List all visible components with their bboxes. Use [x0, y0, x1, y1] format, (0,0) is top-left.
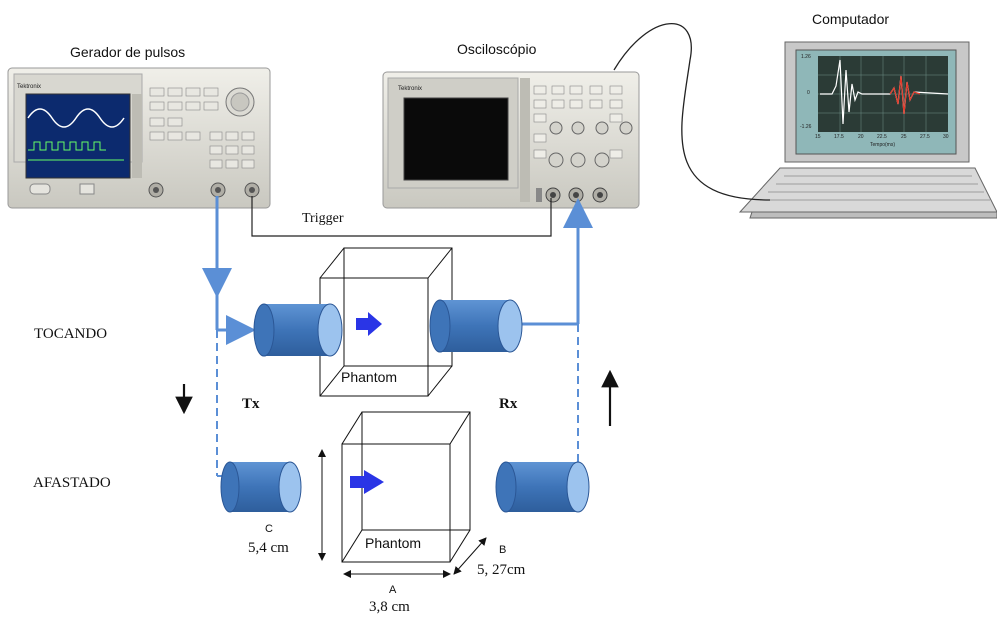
trigger-wire — [251, 196, 552, 237]
oscilloscope — [382, 71, 640, 209]
pulse-generator — [7, 67, 271, 209]
laptop-x-tick: 15 — [815, 134, 821, 140]
laptop-x-label: Tempo(ms) — [870, 142, 896, 148]
rx-cable — [520, 198, 593, 462]
tx-cable — [202, 196, 256, 477]
laptop-y-tick-mid: 0 — [807, 90, 810, 96]
laptop-x-tick: 20 — [858, 134, 864, 140]
touching-state-label: TOCANDO — [34, 326, 108, 342]
usb-cable — [613, 23, 771, 201]
laptop-x-tick: 27.5 — [920, 134, 930, 140]
oscilloscope-knobs — [548, 121, 633, 168]
apart-state-label: AFASTADO — [33, 475, 111, 491]
dimension-b-arrow — [453, 537, 487, 575]
dimension-a-value: 3,8 cm — [369, 599, 410, 615]
wave-arrow-bottom — [350, 470, 384, 494]
tx-transducer-top — [253, 303, 343, 357]
trigger-label: Trigger — [302, 211, 344, 226]
generator-brand: Tektronix — [17, 84, 42, 90]
laptop-y-tick-bottom: -1.26 — [800, 124, 812, 130]
laptop-x-tick: 30 — [943, 134, 949, 140]
oscilloscope-label: Osciloscópio — [457, 41, 537, 57]
dimension-c-letter: C — [265, 523, 273, 535]
oscilloscope-buttons — [533, 85, 623, 159]
wave-arrow-top — [356, 312, 382, 336]
dimension-b-value: 5, 27cm — [477, 562, 526, 578]
computer-label: Computador — [812, 11, 890, 27]
rx-transducer-bottom — [495, 461, 590, 513]
laptop-x-tick: 25 — [901, 134, 907, 140]
generator-label: Gerador de pulsos — [70, 44, 186, 60]
generator-buttons — [149, 87, 255, 169]
rx-label: Rx — [499, 396, 518, 412]
phantom-bottom — [341, 411, 471, 563]
laptop-x-tick: 22.5 — [877, 134, 887, 140]
phantom-top-label: Phantom — [341, 369, 398, 385]
rx-transducer-top — [429, 299, 523, 353]
oscilloscope-brand: Tektronix — [398, 86, 423, 92]
dimension-a-letter: A — [389, 584, 397, 596]
laptop — [738, 41, 997, 219]
oscilloscope-screen — [403, 97, 509, 181]
tx-label: Tx — [242, 396, 260, 412]
tx-transducer-bottom — [220, 461, 302, 513]
laptop-x-tick: 17.5 — [834, 134, 844, 140]
phantom-bottom-label: Phantom — [365, 535, 422, 551]
dimension-c-value: 5,4 cm — [248, 540, 289, 556]
laptop-y-tick-top: 1.26 — [801, 54, 811, 60]
generator-screen — [25, 93, 131, 179]
dimension-b-letter: B — [499, 544, 507, 556]
